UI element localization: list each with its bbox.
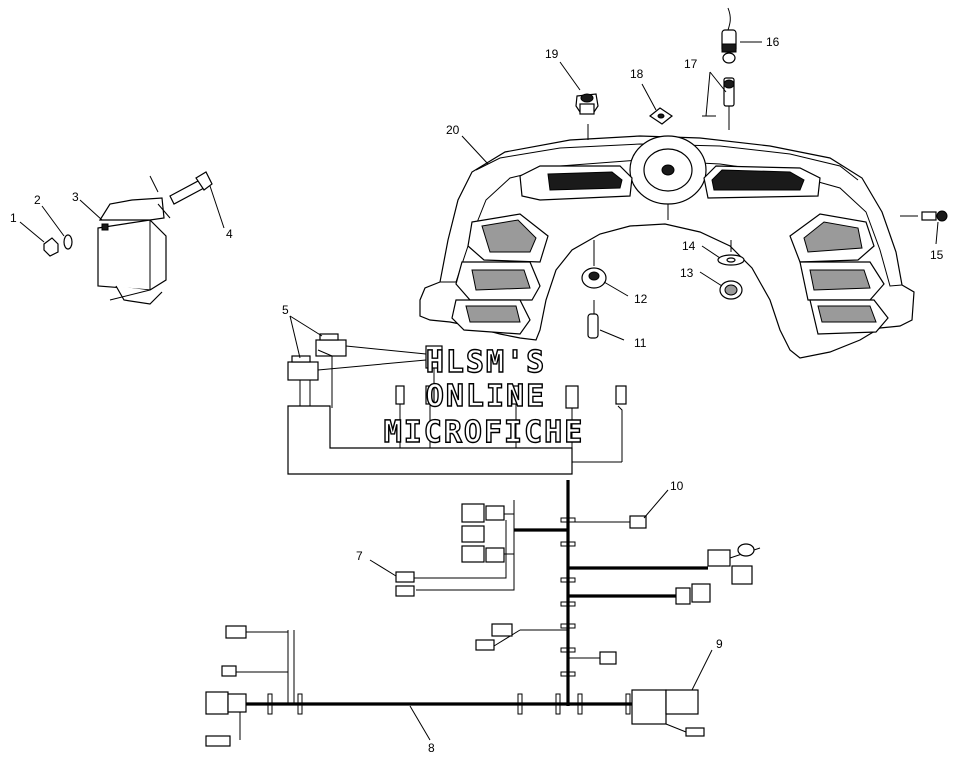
- watermark-line-3: MICROFICHE: [384, 415, 585, 450]
- module-3: [97, 197, 167, 305]
- watermark: HLSM'S ONLINE MICROFICHE: [383, 344, 585, 450]
- callout-1: 1: [10, 211, 17, 225]
- callout-16: 16: [766, 35, 780, 49]
- watermark-line-2: ONLINE: [426, 379, 546, 414]
- main-harness: [205, 480, 761, 747]
- clip-18: [648, 107, 674, 125]
- callout-20: 20: [446, 123, 460, 137]
- washer-2: [63, 234, 73, 250]
- left-vent-louvers: [451, 213, 549, 335]
- nut-1: [43, 237, 59, 257]
- nut-13: [719, 280, 743, 300]
- washer-14: [717, 240, 745, 266]
- callout-15: 15: [930, 248, 944, 262]
- bulb-socket-19: [575, 93, 599, 140]
- bulb-holder-17: [702, 77, 735, 130]
- watermark-line-1: HLSM'S: [426, 345, 546, 380]
- screw-15: [900, 210, 948, 222]
- callout-5: 5: [282, 303, 289, 317]
- bulb-16: [721, 7, 737, 64]
- grommet-12: [581, 240, 607, 289]
- callouts: 1 2 3 4 5 7 8 9 10 11 12 13: [10, 35, 944, 755]
- dash-pod: [419, 135, 915, 359]
- callout-12: 12: [634, 292, 648, 306]
- callout-14: 14: [682, 239, 696, 253]
- callout-3: 3: [72, 190, 79, 204]
- callout-9: 9: [716, 637, 723, 651]
- callout-13: 13: [680, 266, 694, 280]
- upper-harness: [287, 345, 627, 475]
- relay-5b: [287, 355, 319, 381]
- bulb-11: [587, 300, 599, 339]
- callout-8: 8: [428, 741, 435, 755]
- relay-5a: [315, 333, 347, 357]
- bolt-4: [149, 171, 213, 219]
- callout-17: 17: [684, 57, 698, 71]
- callout-10: 10: [670, 479, 684, 493]
- right-vent-louvers: [789, 213, 889, 335]
- callout-18: 18: [630, 67, 644, 81]
- callout-2: 2: [34, 193, 41, 207]
- callout-11: 11: [634, 336, 647, 350]
- callout-4: 4: [226, 227, 233, 241]
- callout-19: 19: [545, 47, 559, 61]
- callout-7: 7: [356, 549, 363, 563]
